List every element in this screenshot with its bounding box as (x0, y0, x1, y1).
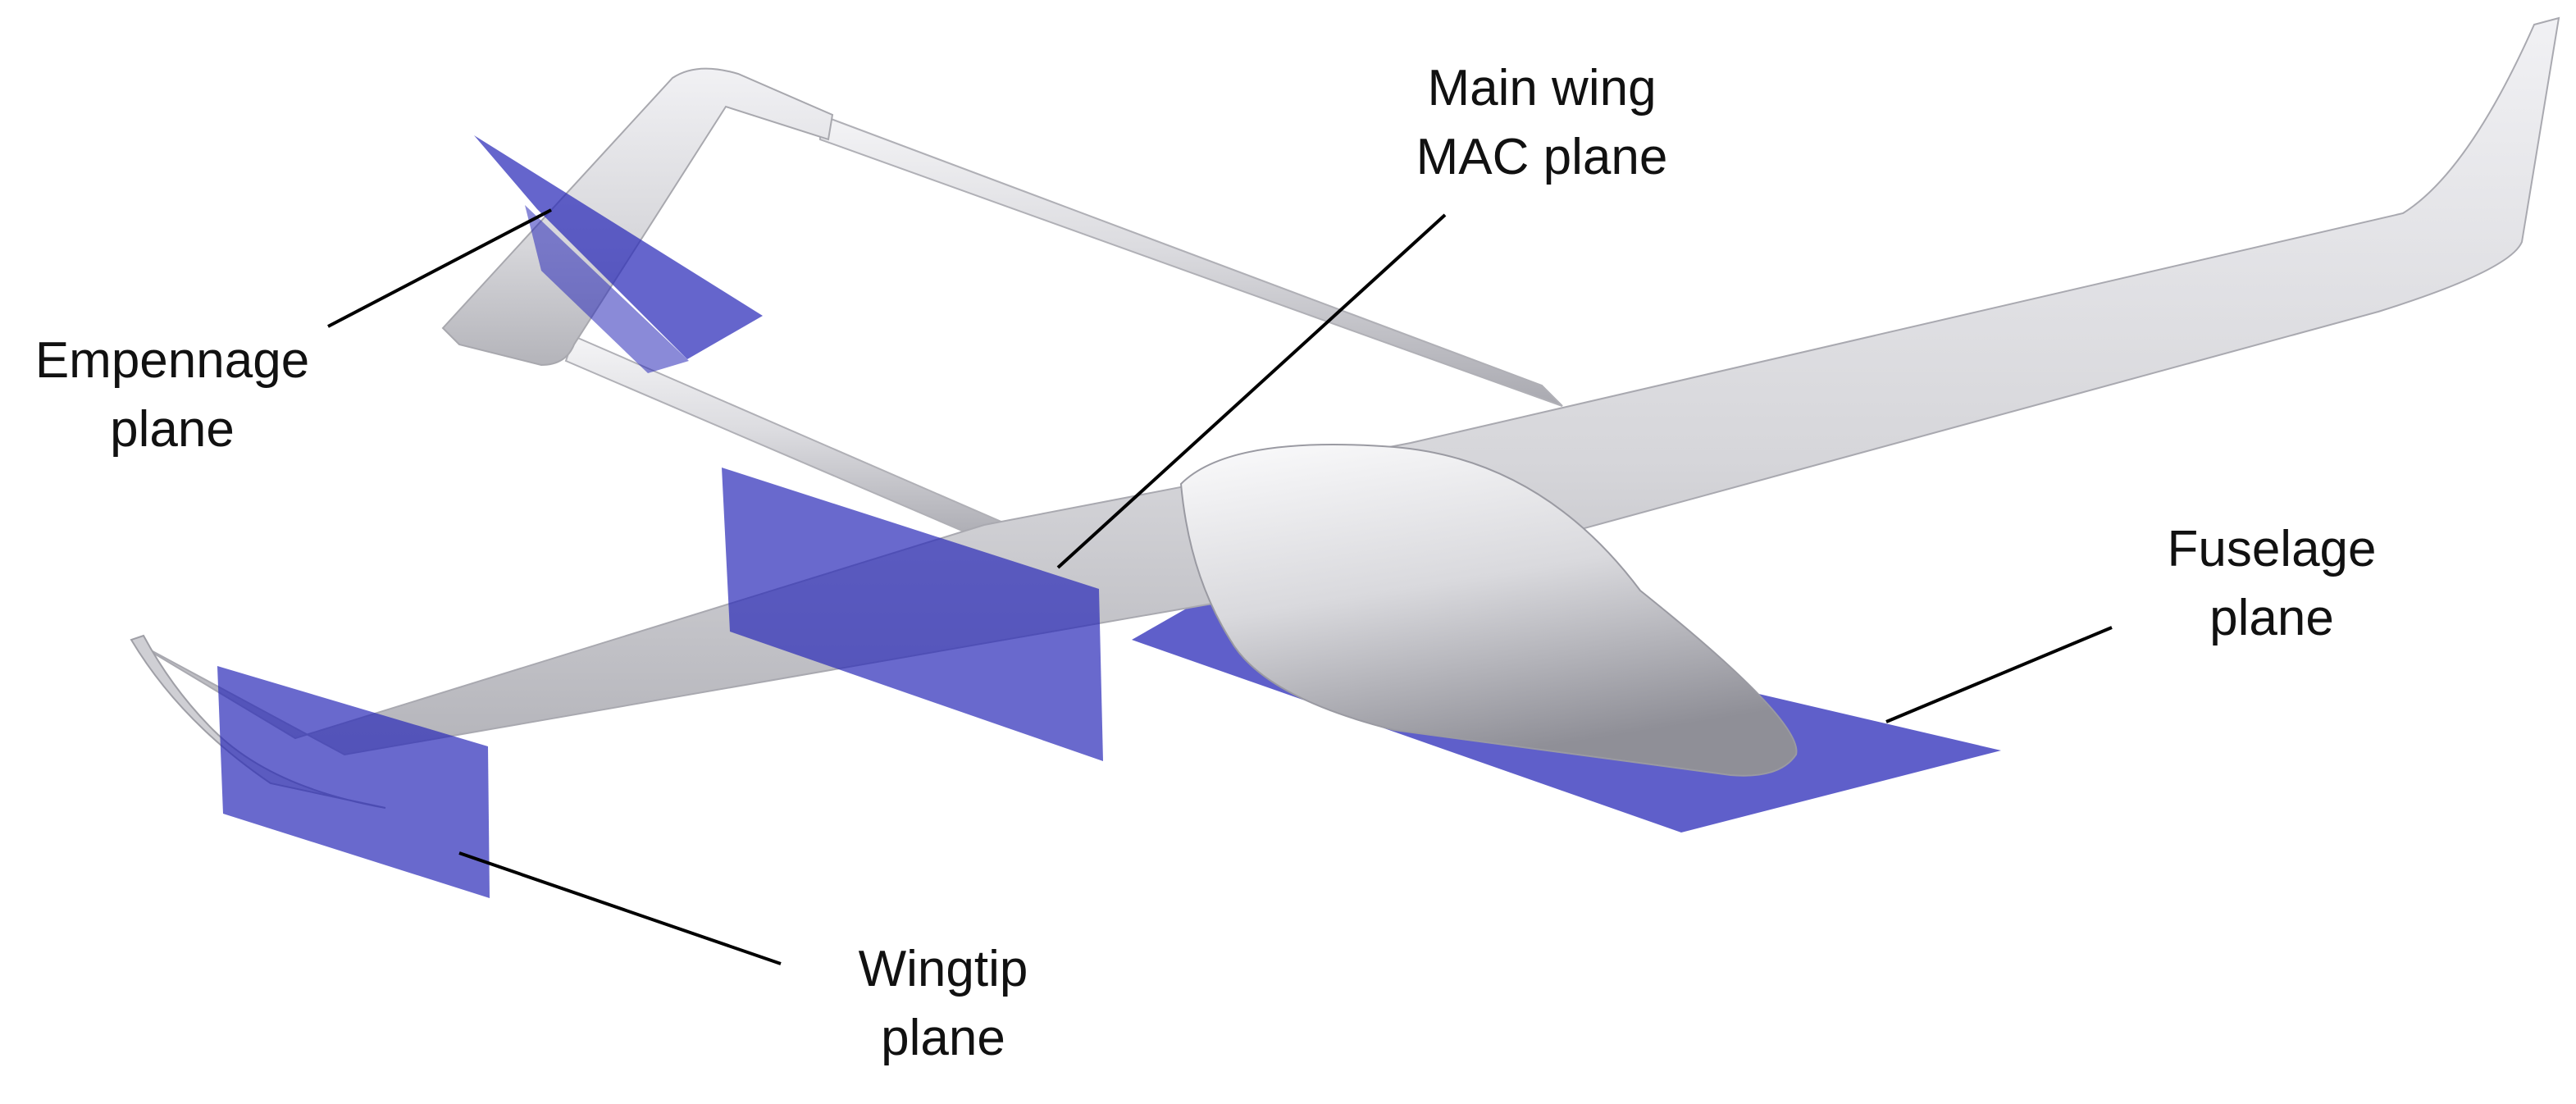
fuselage-label-line2: plane (2209, 590, 2334, 646)
fuselage-leader-line (1885, 626, 2113, 723)
wingtip-plane (217, 666, 490, 898)
empennage (441, 67, 834, 367)
main-wing (130, 16, 2560, 756)
wingtip-leader-line (458, 851, 782, 965)
main-wing-label-line2: MAC plane (1416, 129, 1668, 185)
main-wing-label-line1: Main wing (1427, 60, 1657, 116)
main-wing-mac-plane-label: Main wing MAC plane (1345, 54, 1739, 192)
empennage-plane-lower (525, 205, 689, 373)
wingtip-label-line1: Wingtip (858, 941, 1028, 997)
empennage-label-line2: plane (110, 401, 235, 458)
fuselage-label-line1: Fuselage (2167, 521, 2377, 577)
wingtip-label-line2: plane (881, 1010, 1005, 1066)
fuselage-pod (1179, 444, 1798, 777)
empennage-plane-label: Empennage plane (0, 326, 344, 464)
empennage-leader-line (327, 208, 552, 328)
fuselage-plane-label: Fuselage plane (2100, 515, 2444, 653)
empennage-label-line1: Empennage (34, 332, 310, 389)
main-wing-mac-plane (722, 468, 1103, 761)
wingtip-plane-label: Wingtip plane (771, 935, 1115, 1073)
empennage-plane (474, 135, 763, 359)
main-wing-leader-line (1056, 213, 1447, 569)
